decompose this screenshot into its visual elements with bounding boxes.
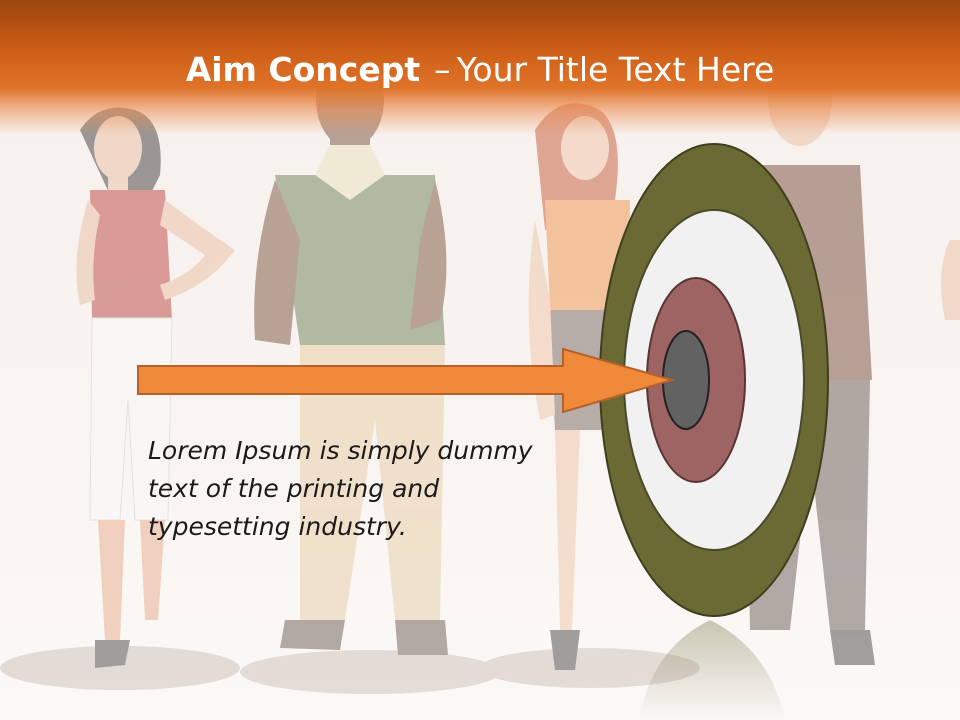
title-bold: Aim Concept <box>185 50 421 89</box>
header-bar <box>0 0 960 135</box>
body-text: Lorem Ipsum is simply dummy text of the … <box>148 436 533 541</box>
arrow-icon <box>137 347 676 414</box>
title-separator: – <box>434 50 451 89</box>
slide-title: Aim Concept–Your Title Text Here <box>0 50 960 89</box>
target-icon <box>599 143 829 617</box>
title-rest: Your Title Text Here <box>456 50 775 89</box>
